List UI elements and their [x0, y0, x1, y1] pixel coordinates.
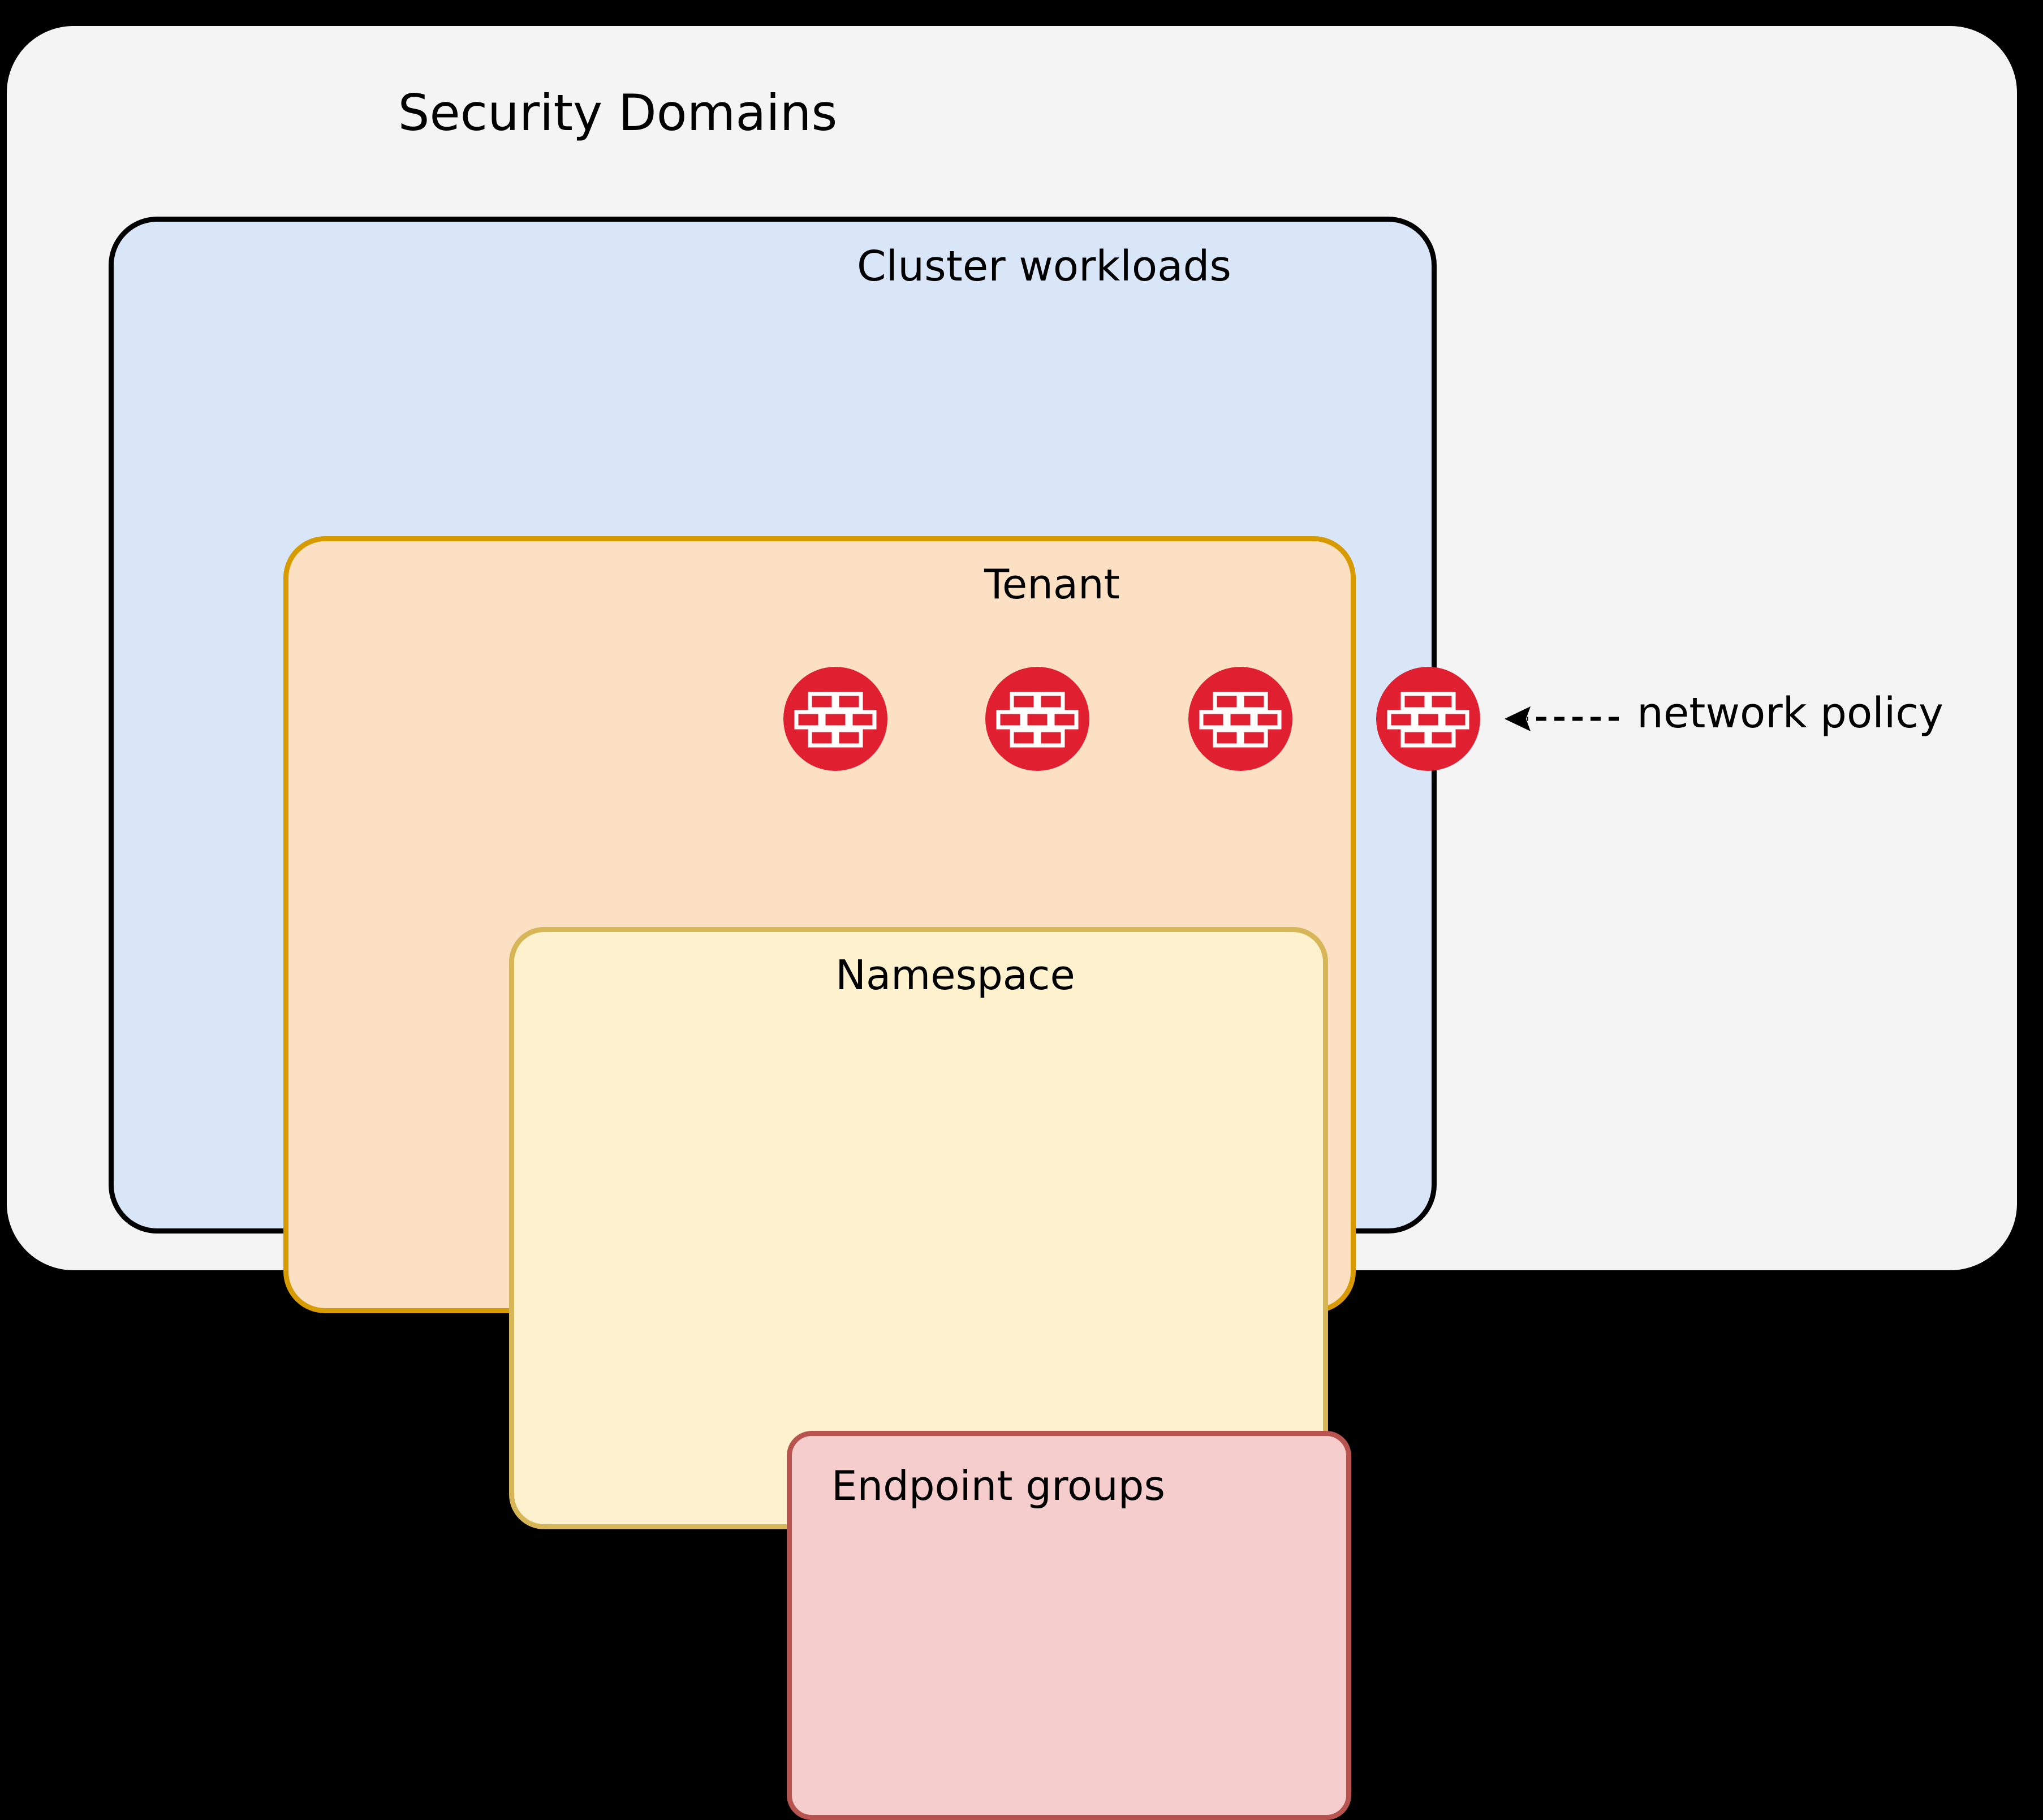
domain-box-endpoint-groups: Endpoint groups	[787, 1431, 1351, 1820]
domain-label-namespace: Namespace	[835, 951, 1075, 999]
security-domains-panel: Security Domains Cluster workloads kuber…	[7, 26, 2017, 1820]
domain-label-cluster-workloads: Cluster workloads	[857, 242, 1231, 291]
firewall-icon-cluster-workloads[interactable]	[1376, 667, 1480, 771]
network-policy-label: network policy	[1637, 689, 1943, 738]
domain-box-namespace: Namespace Endpoint groups	[509, 927, 1351, 1820]
domain-box-cluster-workloads: Cluster workloads kubernetes Tenant Name…	[109, 217, 1437, 1820]
firewall-icon-endpoint-groups[interactable]	[783, 667, 887, 771]
firewall-icon-namespace[interactable]	[985, 667, 1089, 771]
diagram-canvas: Security Domains Cluster workloads kuber…	[7, 26, 2017, 1820]
domain-box-tenant: Tenant Namespace Endpoint groups	[283, 536, 1356, 1820]
page-title: Security Domains	[398, 84, 838, 142]
network-policy-arrow-icon	[1505, 706, 1619, 731]
domain-label-endpoint-groups: Endpoint groups	[831, 1462, 1165, 1510]
domain-label-tenant: Tenant	[984, 560, 1120, 608]
firewall-icon-tenant[interactable]	[1188, 667, 1292, 771]
